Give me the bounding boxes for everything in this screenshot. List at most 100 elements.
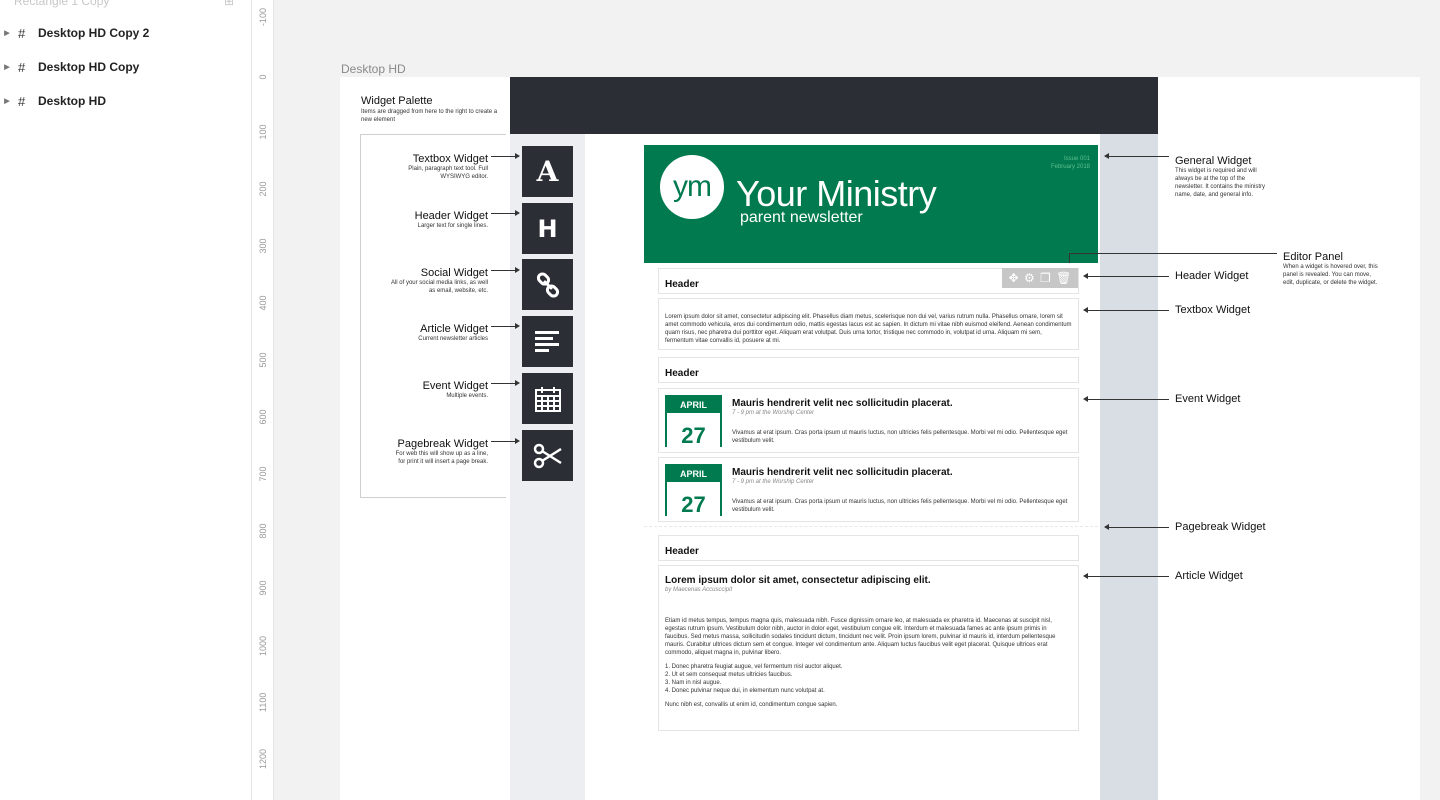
palette-label-title: Pagebreak Widget [397,438,489,450]
issue-date: February 2018 [1050,164,1090,170]
palette-label-title: Textbox Widget [412,153,488,165]
frame-icon: # [18,25,26,41]
arrow-right-icon [515,267,520,273]
event-time: 7 - 9 pm at the Worship Center [732,410,815,416]
layers-panel: Rectangle 1 Copy ⊞ ▶ # Desktop HD Copy 2… [0,0,252,800]
palette-label-title: Event Widget [422,380,488,392]
callout-event-widget: Event Widget [1175,393,1240,405]
layer-label: Desktop HD Copy [38,60,140,74]
textbox-widget-button[interactable]: A [522,146,573,197]
event-day: 27 [681,492,706,516]
callout-title: Article Widget [1175,570,1243,582]
palette-label-header: Header Widget Larger text for single lin… [388,210,488,230]
social-widget-button[interactable] [522,259,573,310]
callout-line [491,383,515,384]
pagebreak-widget-button[interactable] [522,430,573,481]
ruler-tick: 1000 [258,635,268,656]
event-title: Mauris hendrerit velit nec sollicitudin … [732,398,953,409]
header-icon: H [537,214,558,243]
header-widget[interactable]: Header [658,535,1079,561]
palette-label-title: Header Widget [414,210,488,222]
callout-line [1069,253,1277,254]
header-widget-button[interactable]: H [522,203,573,254]
layer-item-partial[interactable]: Rectangle 1 Copy ⊞ [14,0,234,8]
scissors-icon [533,443,562,468]
align-left-icon [534,330,559,352]
ruler-tick: 800 [258,523,268,539]
article-widget-button[interactable] [522,316,573,367]
callout-title: Editor Panel [1283,251,1343,263]
callout-title: Textbox Widget [1175,304,1251,316]
callout-line [1088,276,1169,277]
layer-item-desktop-hd[interactable]: ▶ # Desktop HD [0,90,252,112]
event-widget[interactable]: APRIL 27 Mauris hendrerit velit nec soll… [658,457,1079,522]
callout-line [1109,527,1169,528]
ruler-tick: 900 [258,580,268,596]
header-widget[interactable]: Header [658,357,1079,383]
event-widget-button[interactable] [522,373,573,424]
ministry-name: Your Ministry [736,173,937,214]
palette-label-title: Social Widget [420,267,488,279]
duplicate-icon[interactable]: ❐ [1040,271,1051,285]
layer-item-desktop-hd-copy[interactable]: ▶ # Desktop HD Copy [0,56,252,78]
callout-general-widget: General Widget This widget is required a… [1175,155,1275,199]
callout-title: Event Widget [1175,393,1241,405]
ruler-tick: -100 [258,7,268,26]
gear-icon[interactable]: ⚙ [1023,271,1035,285]
chevron-right-icon[interactable]: ▶ [4,98,10,105]
issue-info: Issue 001 February 2018 [1051,155,1090,171]
ruler-tick: 400 [258,295,268,311]
list-item: 1. Donec pharetra feugiat augue, vel fer… [665,664,843,670]
palette-label-desc: Multiple events. [446,393,488,399]
event-title: Mauris hendrerit velit nec sollicitudin … [732,467,953,478]
event-description: Vivamus at erat ipsum. Cras porta ipsum … [732,499,1068,513]
palette-label-title: Article Widget [420,323,488,335]
callout-line [491,270,515,271]
general-widget[interactable]: ym Your Ministry parent newsletter Issue… [644,145,1098,263]
list-item: 3. Nam in nisl augue. [665,680,722,686]
trash-icon[interactable]: 🗑 [1056,271,1072,285]
textbox-widget[interactable]: Lorem ipsum dolor sit amet, consectetur … [658,298,1079,350]
lock-icon[interactable]: ⊞ [224,0,235,8]
palette-label-social: Social Widget All of your social media l… [388,267,488,295]
issue-number: Issue 001 [1063,156,1090,162]
newsletter-subtitle: parent newsletter [740,209,863,226]
article-widget[interactable]: Lorem ipsum dolor sit amet, consectetur … [658,565,1079,731]
callout-textbox-widget: Textbox Widget [1175,304,1250,316]
layer-item-desktop-hd-copy-2[interactable]: ▶ # Desktop HD Copy 2 [0,22,252,44]
palette-label-desc: For web this will show up as a line, for… [395,451,488,465]
ministry-logo: ym [660,155,724,219]
frame-icon: # [18,59,26,75]
arrow-right-icon [515,153,520,159]
palette-label-pagebreak: Pagebreak Widget For web this will show … [388,438,488,466]
ruler-tick: 500 [258,352,268,368]
chevron-right-icon[interactable]: ▶ [4,64,10,71]
chevron-right-icon[interactable]: ▶ [4,30,10,37]
arrow-right-icon [515,380,520,386]
layer-label: Desktop HD Copy 2 [38,26,150,40]
ruler-tick: 700 [258,466,268,482]
list-item: 4. Donec pulvinar neque dui, in elementu… [665,688,825,694]
header-text: Header [665,368,699,379]
callout-desc: This widget is required and will always … [1175,168,1266,198]
frame-icon: # [18,93,26,109]
event-widget[interactable]: APRIL 27 Mauris hendrerit velit nec soll… [658,388,1079,453]
arrow-right-icon [515,323,520,329]
palette-label-article: Article Widget Current newsletter articl… [388,323,488,343]
palette-label-desc: Plain, paragraph text tool. Full WYSIWYG… [408,166,488,180]
ruler-tick: 600 [258,409,268,425]
frame-label[interactable]: Desktop HD [341,62,406,76]
palette-label-event: Event Widget Multiple events. [388,380,488,400]
ruler-tick: 1200 [258,748,268,769]
layer-label: Desktop HD [38,94,107,108]
pagebreak-widget[interactable] [644,526,1098,527]
ruler-tick: 200 [258,181,268,197]
palette-bracket [360,134,506,498]
palette-description: Items are dragged from here to the right… [361,109,498,123]
app-top-bar [510,77,1158,134]
callout-line [491,441,515,442]
calendar-date-badge: APRIL 27 [665,395,722,447]
text-icon: A [536,155,559,188]
move-icon[interactable]: ✥ [1008,271,1019,285]
callout-line [491,326,515,327]
